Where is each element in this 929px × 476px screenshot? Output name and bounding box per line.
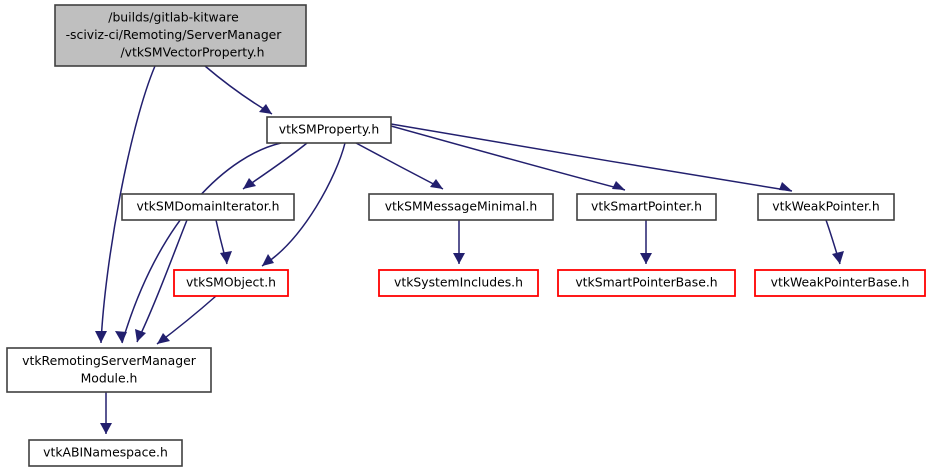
edge-smproperty-to-smartpointer xyxy=(390,125,626,191)
edge-smobject-to-remotingmodule xyxy=(156,295,217,345)
node-label-line: vtkSMObject.h xyxy=(186,275,276,290)
graph-node-systemincludes[interactable]: vtkSystemIncludes.h xyxy=(378,269,539,297)
arrowhead-icon xyxy=(430,179,443,189)
node-label-line: Module.h xyxy=(81,370,138,385)
graph-node-root[interactable]: /builds/gitlab-kitware -sciviz-ci/Remotin… xyxy=(54,4,307,67)
arrowhead-icon xyxy=(95,331,107,343)
node-box[interactable] xyxy=(368,193,554,221)
graph-node-smartpointerbase[interactable]: vtkSmartPointerBase.h xyxy=(557,269,736,297)
arrowhead-icon xyxy=(612,181,625,190)
graph-node-smobject[interactable]: vtkSMObject.h xyxy=(173,269,289,297)
node-box[interactable] xyxy=(757,193,895,221)
graph-node-weakpointer[interactable]: vtkWeakPointer.h xyxy=(757,193,895,221)
edge-smproperty-to-weakpointer xyxy=(390,123,793,192)
node-label-line: -sciviz-ci/Remoting/ServerManager xyxy=(66,27,283,42)
node-box[interactable] xyxy=(6,347,212,393)
node-label-line: vtkSMProperty.h xyxy=(279,122,379,137)
node-box[interactable] xyxy=(557,269,736,297)
arrowhead-icon xyxy=(259,104,272,114)
node-box[interactable] xyxy=(754,269,926,297)
edge-line xyxy=(355,142,444,190)
node-label-line: vtkSmartPointerBase.h xyxy=(575,275,717,290)
edge-line xyxy=(390,125,626,191)
edge-line xyxy=(100,65,156,344)
edges-layer xyxy=(95,65,844,434)
node-box[interactable] xyxy=(54,4,307,67)
node-box[interactable] xyxy=(378,269,539,297)
edge-root-to-smproperty xyxy=(204,65,273,115)
node-label-line: vtkRemotingServerManager xyxy=(22,353,197,368)
node-box[interactable] xyxy=(28,439,183,467)
graph-node-domainiterator[interactable]: vtkSMDomainIterator.h xyxy=(121,193,295,221)
node-label-line: /vtkSMVectorProperty.h xyxy=(120,45,264,60)
edge-line xyxy=(136,219,188,343)
edge-line xyxy=(121,142,282,344)
edge-messageminimal-to-systemincludes xyxy=(453,220,465,264)
edge-smproperty-to-remotingmodule xyxy=(115,142,282,344)
edge-weakpointer-to-weakpointerbase xyxy=(825,219,844,265)
edge-line xyxy=(204,65,273,115)
node-label-line: vtkSmartPointer.h xyxy=(591,199,702,214)
arrowhead-icon xyxy=(640,253,652,264)
edge-remotingmodule-to-abinamespace xyxy=(100,392,112,434)
arrowhead-icon xyxy=(157,333,170,344)
edge-smartpointer-to-smartpointerbase xyxy=(640,220,652,264)
node-box[interactable] xyxy=(266,116,392,144)
edge-smproperty-to-messageminimal xyxy=(355,142,444,190)
node-label-line: vtkWeakPointerBase.h xyxy=(771,275,910,290)
edge-root-to-remotingmodule xyxy=(95,65,156,344)
arrowhead-icon xyxy=(100,423,112,434)
node-label-line: vtkWeakPointer.h xyxy=(772,199,879,214)
edge-smproperty-to-smobject xyxy=(261,142,346,267)
edge-domainiterator-to-remotingmodule xyxy=(135,219,188,343)
edge-domainiterator-to-smobject xyxy=(215,219,232,265)
graph-node-messageminimal[interactable]: vtkSMMessageMinimal.h xyxy=(368,193,554,221)
node-label-line: /builds/gitlab-kitware xyxy=(108,10,238,25)
edge-line xyxy=(390,123,793,192)
node-label-line: vtkSMMessageMinimal.h xyxy=(385,199,538,214)
nodes-layer: /builds/gitlab-kitware -sciviz-ci/Remotin… xyxy=(6,4,926,467)
graph-node-weakpointerbase[interactable]: vtkWeakPointerBase.h xyxy=(754,269,926,297)
arrowhead-icon xyxy=(832,251,844,264)
arrowhead-icon xyxy=(453,253,465,264)
arrowhead-icon xyxy=(220,251,232,264)
node-box[interactable] xyxy=(121,193,295,221)
arrowhead-icon xyxy=(243,178,256,189)
graph-node-smproperty[interactable]: vtkSMProperty.h xyxy=(266,116,392,144)
node-label-line: vtkSMDomainIterator.h xyxy=(136,199,279,214)
node-box[interactable] xyxy=(576,193,717,221)
arrowhead-icon xyxy=(262,254,274,266)
edge-smproperty-to-domainiterator xyxy=(242,142,308,190)
arrowhead-icon xyxy=(779,182,792,191)
arrowhead-icon xyxy=(135,329,146,342)
edge-line xyxy=(261,142,346,267)
node-box[interactable] xyxy=(173,269,289,297)
arrowhead-icon xyxy=(115,331,127,343)
node-label-line: vtkSystemIncludes.h xyxy=(394,275,523,290)
graph-node-abinamespace[interactable]: vtkABINamespace.h xyxy=(28,439,183,467)
node-label-line: vtkABINamespace.h xyxy=(43,445,168,460)
edge-line xyxy=(242,142,308,190)
graph-node-smartpointer[interactable]: vtkSmartPointer.h xyxy=(576,193,717,221)
